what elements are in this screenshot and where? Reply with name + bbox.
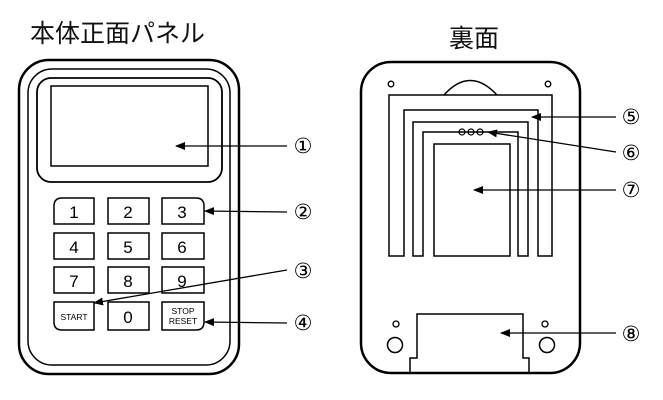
bottom-cover xyxy=(409,313,530,374)
front-body-inner xyxy=(27,68,231,366)
foot-bottom-right xyxy=(538,336,556,354)
key-0-label: 0 xyxy=(123,308,132,327)
reset-button-label: RESET xyxy=(169,316,197,326)
back-panel xyxy=(359,60,582,375)
key-7[interactable] xyxy=(53,266,95,294)
label-area xyxy=(433,143,511,257)
key-0[interactable] xyxy=(107,301,150,331)
battery-cover-frame xyxy=(388,94,553,257)
key-4[interactable] xyxy=(53,232,95,260)
display-screen xyxy=(50,85,209,167)
inner-frame xyxy=(412,121,529,257)
foot-bottom-left xyxy=(386,336,404,354)
screw-hole-bottom-left-small xyxy=(392,320,400,328)
callout-3: ③ xyxy=(294,259,313,283)
start-button-label: START xyxy=(60,312,87,322)
key-3-label: 3 xyxy=(177,203,186,222)
front-panel: 1 2 3 4 5 6 7 8 9 START 0 STOP RESET xyxy=(17,58,241,376)
key-1-label: 1 xyxy=(69,203,78,222)
key-4-label: 4 xyxy=(69,238,78,257)
callout-4-arrow xyxy=(204,318,288,327)
callout-2: ② xyxy=(294,200,313,224)
key-2[interactable] xyxy=(107,197,150,225)
front-panel-title: 本体正面パネル xyxy=(30,19,205,48)
stop-button-label: STOP xyxy=(172,306,195,316)
callout-3-arrow xyxy=(93,269,288,306)
key-5[interactable] xyxy=(107,232,150,260)
stop-reset-button[interactable] xyxy=(161,301,205,331)
key-7-label: 7 xyxy=(69,272,78,291)
key-9[interactable] xyxy=(161,266,205,294)
callout-5: ⑤ xyxy=(622,105,641,129)
key-8-label: 8 xyxy=(123,272,132,291)
indicator-dot-2 xyxy=(467,128,475,136)
screw-hole-top-left xyxy=(387,80,395,88)
start-button[interactable] xyxy=(53,301,95,331)
callout-7: ⑦ xyxy=(622,178,641,202)
back-body-outline xyxy=(359,60,582,375)
callout-1: ① xyxy=(294,134,313,158)
key-6[interactable] xyxy=(161,232,205,260)
front-body-outer xyxy=(17,58,241,376)
key-9-label: 9 xyxy=(177,272,186,291)
key-2-label: 2 xyxy=(123,203,132,222)
back-panel-title: 裏面 xyxy=(449,24,499,53)
back-top-arc xyxy=(443,79,498,96)
key-1[interactable] xyxy=(53,197,95,225)
key-3[interactable] xyxy=(161,197,205,225)
key-6-label: 6 xyxy=(177,238,186,257)
key-8[interactable] xyxy=(107,266,150,294)
screw-hole-top-right xyxy=(544,80,552,88)
callout-6-arrow xyxy=(487,129,617,153)
callout-2-arrow xyxy=(204,207,288,216)
indicator-dot-3 xyxy=(476,128,484,136)
screw-hole-bottom-right-small xyxy=(541,320,549,328)
key-5-label: 5 xyxy=(123,238,132,257)
indicator-dot-1 xyxy=(458,128,466,136)
callout-8: ⑧ xyxy=(622,322,641,346)
display-bezel xyxy=(36,77,223,183)
callout-4: ④ xyxy=(294,311,313,335)
callout-6: ⑥ xyxy=(622,141,641,165)
